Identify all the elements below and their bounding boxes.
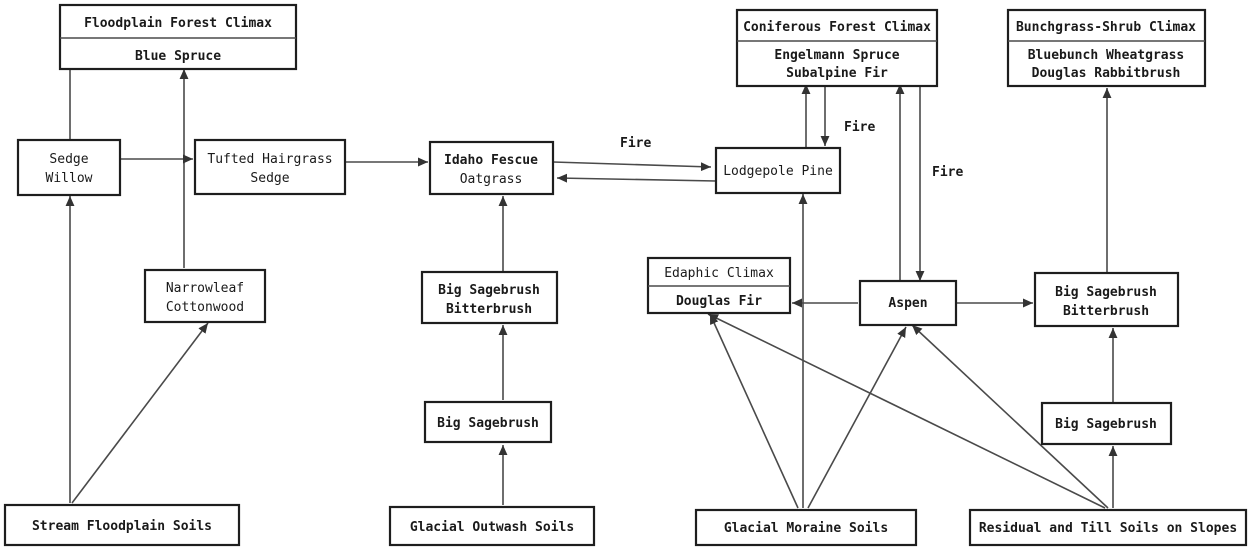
coniferous-climax-species-1: Engelmann Spruce bbox=[774, 48, 899, 63]
sedge-willow-box: Sedge Willow bbox=[16, 138, 122, 197]
bunchgrass-climax-species-1: Bluebunch Wheatgrass bbox=[1028, 48, 1185, 63]
tufted-hairgrass-line-1: Tufted Hairgrass bbox=[207, 152, 332, 167]
sedge-willow-line-2: Willow bbox=[46, 171, 93, 186]
edaphic-climax-header: Edaphic Climax bbox=[664, 266, 774, 281]
floodplain-climax-species: Blue Spruce bbox=[135, 49, 221, 64]
aspen-box: Aspen bbox=[858, 279, 958, 327]
edaphic-climax-species: Douglas Fir bbox=[676, 294, 762, 309]
tufted-hairgrass-box: Tufted Hairgrass Sedge bbox=[193, 138, 347, 196]
residual-till-soils-label: Residual and Till Soils on Slopes bbox=[979, 521, 1237, 536]
big-sagebrush-2-label: Big Sagebrush bbox=[1055, 417, 1157, 432]
bunchgrass-climax-species-2: Douglas Rabbitbrush bbox=[1032, 66, 1181, 81]
edge-labels: Fire Fire Fire bbox=[620, 120, 963, 180]
stream-floodplain-soils-box: Stream Floodplain Soils bbox=[3, 503, 241, 547]
residual-till-soils-box: Residual and Till Soils on Slopes bbox=[968, 508, 1248, 547]
floodplain-climax-box: Floodplain Forest Climax Blue Spruce bbox=[58, 3, 298, 71]
aspen-label: Aspen bbox=[888, 296, 927, 311]
bunchgrass-climax-header: Bunchgrass-Shrub Climax bbox=[1016, 20, 1196, 35]
tufted-hairgrass-line-2: Sedge bbox=[250, 171, 289, 186]
big-sagebrush-bitterbrush-box-2: Big Sagebrush Bitterbrush bbox=[1033, 271, 1180, 328]
edge-residual-to-aspen bbox=[911, 324, 1109, 509]
bunchgrass-climax-box: Bunchgrass-Shrub Climax Bluebunch Wheatg… bbox=[1006, 8, 1207, 88]
coniferous-climax-species-2: Subalpine Fir bbox=[786, 66, 888, 81]
fire-label-2: Fire bbox=[844, 120, 875, 135]
big-sagebrush-box-2: Big Sagebrush bbox=[1040, 401, 1173, 446]
edge-moraine-to-aspen bbox=[807, 326, 907, 509]
glacial-outwash-soils-box: Glacial Outwash Soils bbox=[388, 505, 596, 547]
fire-label-1: Fire bbox=[620, 136, 651, 151]
edge-lodgepole-to-fescue bbox=[556, 173, 717, 183]
glacial-outwash-soils-label: Glacial Outwash Soils bbox=[410, 520, 574, 535]
cottonwood-line-1: Narrowleaf bbox=[166, 281, 244, 296]
coniferous-climax-header: Coniferous Forest Climax bbox=[743, 20, 931, 35]
lodgepole-pine-label: Lodgepole Pine bbox=[723, 164, 833, 179]
floodplain-climax-header: Floodplain Forest Climax bbox=[84, 16, 272, 31]
stream-floodplain-soils-label: Stream Floodplain Soils bbox=[32, 519, 212, 534]
glacial-moraine-soils-box: Glacial Moraine Soils bbox=[694, 508, 918, 547]
idaho-fescue-line-1: Idaho Fescue bbox=[444, 153, 538, 168]
bitterbrush-2-line-1: Big Sagebrush bbox=[1055, 285, 1157, 300]
big-sagebrush-1-label: Big Sagebrush bbox=[437, 416, 539, 431]
edge-stream-to-cottonwood bbox=[71, 322, 209, 504]
nodes: Floodplain Forest Climax Blue Spruce Sed… bbox=[3, 3, 1248, 547]
cottonwood-line-2: Cottonwood bbox=[166, 300, 244, 315]
lodgepole-pine-box: Lodgepole Pine bbox=[714, 146, 842, 195]
bitterbrush-1-line-2: Bitterbrush bbox=[446, 302, 532, 317]
bitterbrush-1-line-1: Big Sagebrush bbox=[438, 283, 540, 298]
glacial-moraine-soils-label: Glacial Moraine Soils bbox=[724, 521, 888, 536]
sedge-willow-line-1: Sedge bbox=[49, 152, 88, 167]
edge-moraine-to-douglas-fir bbox=[709, 313, 799, 509]
idaho-fescue-line-2: Oatgrass bbox=[460, 172, 523, 187]
big-sagebrush-bitterbrush-box-1: Big Sagebrush Bitterbrush bbox=[420, 270, 559, 325]
edge-residual-to-douglas-fir bbox=[707, 313, 1106, 509]
fire-label-3: Fire bbox=[932, 165, 963, 180]
narrowleaf-cottonwood-box: Narrowleaf Cottonwood bbox=[143, 268, 267, 324]
coniferous-climax-box: Coniferous Forest Climax Engelmann Spruc… bbox=[735, 8, 939, 88]
edges bbox=[65, 50, 1118, 509]
edaphic-climax-box: Edaphic Climax Douglas Fir bbox=[646, 256, 792, 315]
edge-fescue-to-lodgepole-fire bbox=[552, 161, 712, 172]
big-sagebrush-box-1: Big Sagebrush bbox=[423, 400, 553, 444]
bitterbrush-2-line-2: Bitterbrush bbox=[1063, 304, 1149, 319]
idaho-fescue-box: Idaho Fescue Oatgrass bbox=[428, 140, 555, 196]
